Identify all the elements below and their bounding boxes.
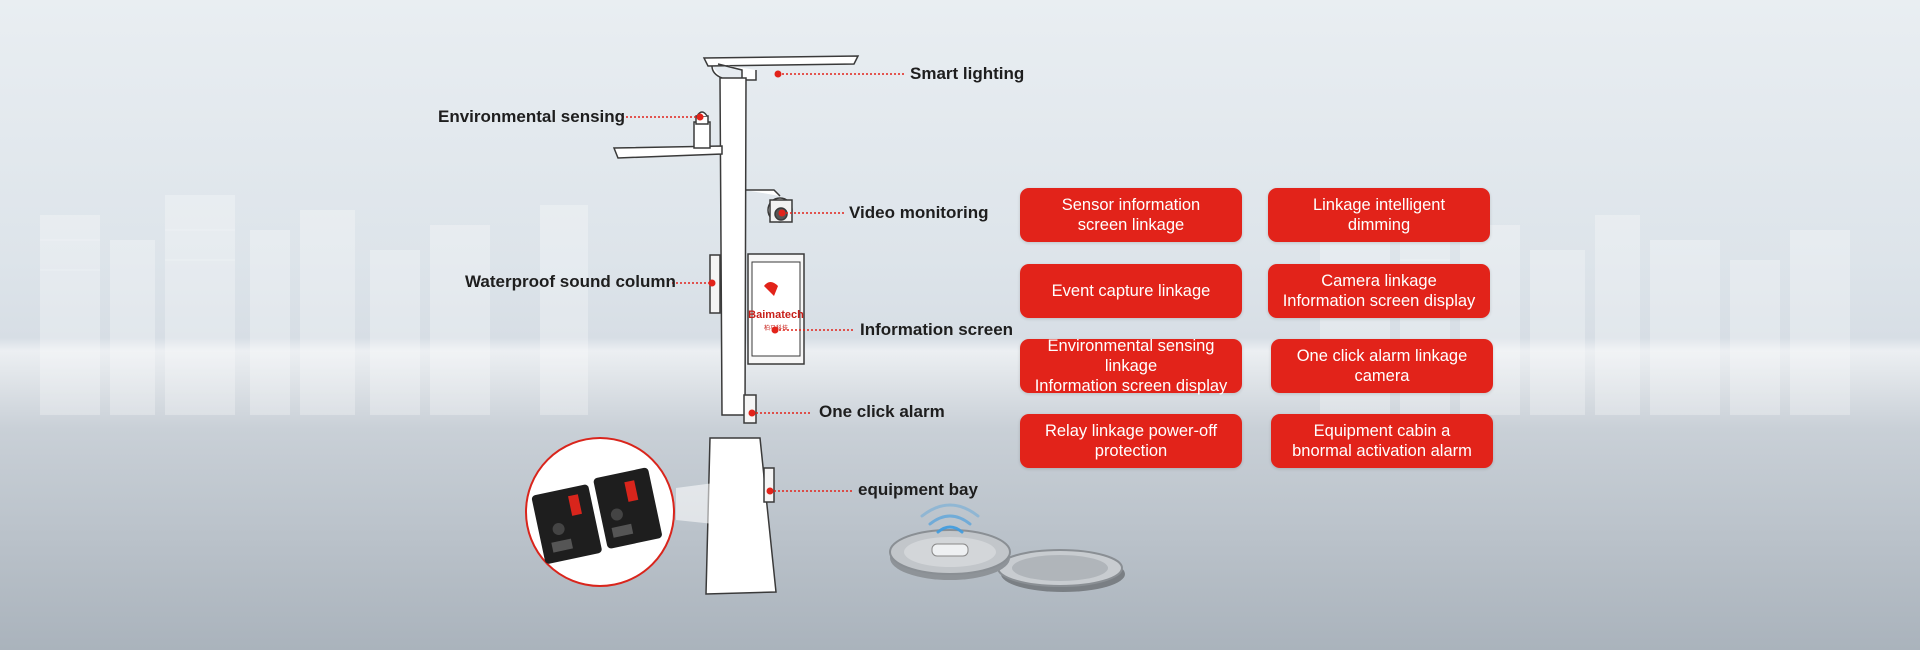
feature-line1: Sensor information (1061, 196, 1201, 214)
manhole-cover-sensor-icon (889, 529, 1125, 592)
screen-brand: Baimatech (748, 309, 804, 321)
feature-line2: protection (1094, 442, 1168, 460)
callout-information-screen: Information screen (860, 320, 1014, 339)
callout-environmental-sensing: Environmental sensing (438, 107, 626, 126)
feature-box: Sensor information screen linkage (1020, 188, 1242, 242)
feature-line1: Camera linkage (1321, 272, 1437, 290)
callout-one-click-alarm: One click alarm (819, 402, 945, 421)
callout-video-monitoring: Video monitoring (849, 203, 989, 222)
feature-line1: Relay linkage power-off (1044, 422, 1218, 440)
feature-line1: Equipment cabin a (1313, 422, 1451, 440)
feature-line2: Information screen display (1282, 292, 1476, 310)
feature-box: Linkage intelligent dimming (1268, 188, 1490, 242)
callout-waterproof-sound-column: Waterproof sound column (465, 272, 676, 291)
feature-line2: dimming (1347, 216, 1411, 234)
feature-line1: Environmental sensing linkage (1047, 337, 1215, 375)
feature-box: Equipment cabin a bnormal activation alar… (1271, 414, 1493, 468)
callout-dots (696, 70, 786, 495)
feature-line1: One click alarm linkage (1296, 347, 1468, 365)
wifi-signal-icon (920, 503, 980, 534)
feature-line2: screen linkage (1077, 216, 1185, 234)
feature-box: One click alarm linkage camera (1271, 339, 1493, 393)
feature-line2: camera (1354, 367, 1410, 385)
callout-lines (622, 73, 905, 492)
feature-line2: bnormal activation alarm (1292, 442, 1472, 460)
callout-smart-lighting: Smart lighting (910, 64, 1025, 83)
feature-line1: Linkage intelligent (1312, 196, 1446, 214)
feature-line2: Information screen display (1034, 377, 1228, 395)
zoom-cone (676, 478, 752, 528)
power-module-icon (525, 437, 675, 587)
callout-equipment-bay: equipment bay (858, 480, 978, 499)
feature-box: Relay linkage power-off protection (1020, 414, 1242, 468)
feature-box: Event capture linkage (1020, 264, 1242, 318)
feature-line1: Event capture linkage (1051, 282, 1211, 300)
